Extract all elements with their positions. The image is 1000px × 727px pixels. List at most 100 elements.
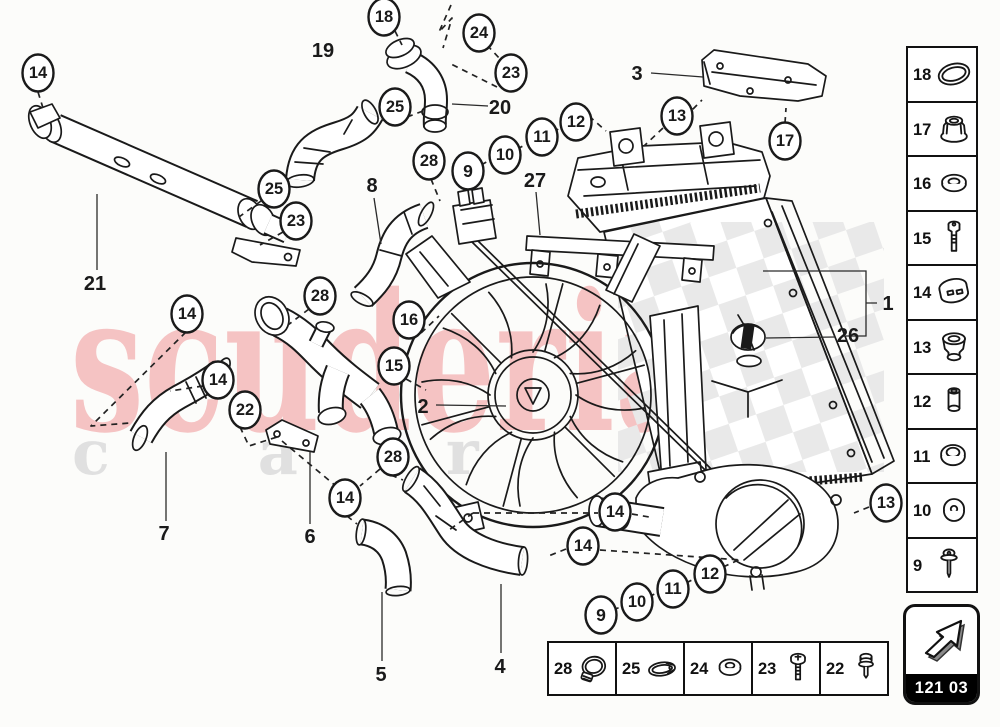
- svg-text:14: 14: [336, 489, 355, 507]
- legend-bottom-item-23: 23: [753, 643, 821, 694]
- part-label-2: 2: [417, 396, 428, 418]
- legend-item-9: 9: [908, 539, 976, 592]
- callout-14: 14: [566, 526, 600, 566]
- legend-item-18: 18: [908, 48, 976, 103]
- page-code-box: 121 03: [903, 604, 980, 705]
- svg-text:11: 11: [664, 580, 681, 598]
- callout-11: 11: [656, 569, 690, 609]
- part-number: 18: [913, 66, 932, 84]
- svg-text:16: 16: [400, 311, 418, 329]
- svg-text:23: 23: [287, 212, 305, 230]
- cooling-fan: [399, 233, 707, 535]
- label-leader-lines: [96, 72, 877, 661]
- legend-bottom-item-28: 28: [549, 643, 617, 694]
- part-label-6: 6: [304, 526, 315, 548]
- o-ring-icon: [937, 62, 970, 86]
- svg-text:24: 24: [470, 24, 489, 42]
- sensor-rod: [452, 187, 749, 509]
- callout-28: 28: [412, 141, 446, 181]
- callout-17: 17: [768, 121, 802, 161]
- part-label-1: 1: [882, 293, 893, 315]
- callout-14: 14: [201, 360, 235, 400]
- svg-text:10: 10: [496, 146, 514, 164]
- parts-legend-bottom: 28 25 24 23 22: [547, 641, 889, 696]
- hose-8: [350, 201, 435, 308]
- callout-13: 13: [660, 96, 694, 136]
- pan-bolt-icon: [789, 652, 806, 680]
- fan-spokes: [421, 283, 645, 507]
- fan-blades: [421, 283, 645, 507]
- callout-23: 23: [279, 201, 313, 241]
- filler-neck-pipe: [385, 37, 449, 133]
- svg-text:18: 18: [375, 8, 393, 26]
- callout-14: 14: [21, 53, 55, 93]
- callout-23: 23: [494, 53, 528, 93]
- callout-14: 14: [170, 294, 204, 334]
- legend-item-13: 13: [908, 321, 976, 375]
- callout-11: 11: [525, 117, 559, 157]
- svg-text:22: 22: [236, 401, 254, 419]
- svg-text:15: 15: [385, 357, 403, 375]
- svg-text:14: 14: [29, 64, 48, 82]
- flange-nut-icon: [939, 115, 968, 143]
- thick-washer-icon: [718, 658, 742, 676]
- callout-22: 22: [228, 390, 262, 430]
- legend-item-17: 17: [908, 103, 976, 157]
- legend-item-15: 15: [908, 212, 976, 266]
- callout-9: 9: [451, 151, 485, 191]
- legend-item-16: 16: [908, 157, 976, 212]
- part-number: 23: [758, 660, 777, 679]
- part-label-4: 4: [494, 656, 506, 678]
- svg-text:17: 17: [776, 132, 794, 150]
- svg-text:14: 14: [178, 305, 197, 323]
- callout-12: 12: [559, 102, 593, 142]
- part-number: 24: [690, 660, 709, 679]
- callout-16: 16: [392, 300, 426, 340]
- part-label-21: 21: [84, 273, 106, 295]
- part-label-7: 7: [158, 523, 169, 545]
- three-way-pipe: [254, 295, 402, 453]
- part-label-5: 5: [375, 664, 386, 686]
- screw-icon: [940, 548, 958, 578]
- part-number: 16: [913, 175, 932, 193]
- plug-icon: [941, 332, 966, 361]
- svg-text:14: 14: [574, 537, 593, 555]
- arrow-ne-icon: [906, 607, 977, 674]
- callout-25: 25: [378, 87, 412, 127]
- svg-text:13: 13: [877, 494, 895, 512]
- svg-text:14: 14: [209, 371, 228, 389]
- captive-screw-icon: [857, 652, 874, 679]
- worm-clamp-icon: [580, 655, 606, 682]
- svg-text:12: 12: [567, 113, 585, 131]
- callout-25: 25: [257, 169, 291, 209]
- hose-clamp-icon: [938, 278, 969, 304]
- callout-10: 10: [620, 582, 654, 622]
- part-number: 25: [622, 660, 641, 679]
- svg-text:28: 28: [420, 152, 438, 170]
- part-label-8: 8: [366, 175, 377, 197]
- svg-text:9: 9: [463, 161, 473, 181]
- callout-24: 24: [462, 13, 496, 53]
- part-number: 14: [913, 284, 932, 302]
- bracket-top: [701, 49, 827, 102]
- page-code-band: 121 03: [906, 674, 977, 702]
- radiator: [567, 121, 895, 507]
- page-code: 121 03: [914, 678, 969, 697]
- callout-9: 9: [584, 595, 618, 635]
- part-label-27: 27: [524, 170, 546, 192]
- washer-icon: [942, 498, 965, 523]
- callout-28: 28: [376, 437, 410, 477]
- legend-bottom-item-22: 22: [821, 643, 887, 694]
- callout-12: 12: [693, 554, 727, 594]
- part-label-20: 20: [489, 97, 511, 119]
- svg-text:25: 25: [386, 98, 404, 116]
- callout-13: 13: [869, 483, 903, 523]
- part-number: 28: [554, 660, 573, 679]
- svg-text:23: 23: [502, 64, 520, 82]
- svg-text:14: 14: [606, 503, 625, 521]
- svg-text:28: 28: [384, 448, 402, 466]
